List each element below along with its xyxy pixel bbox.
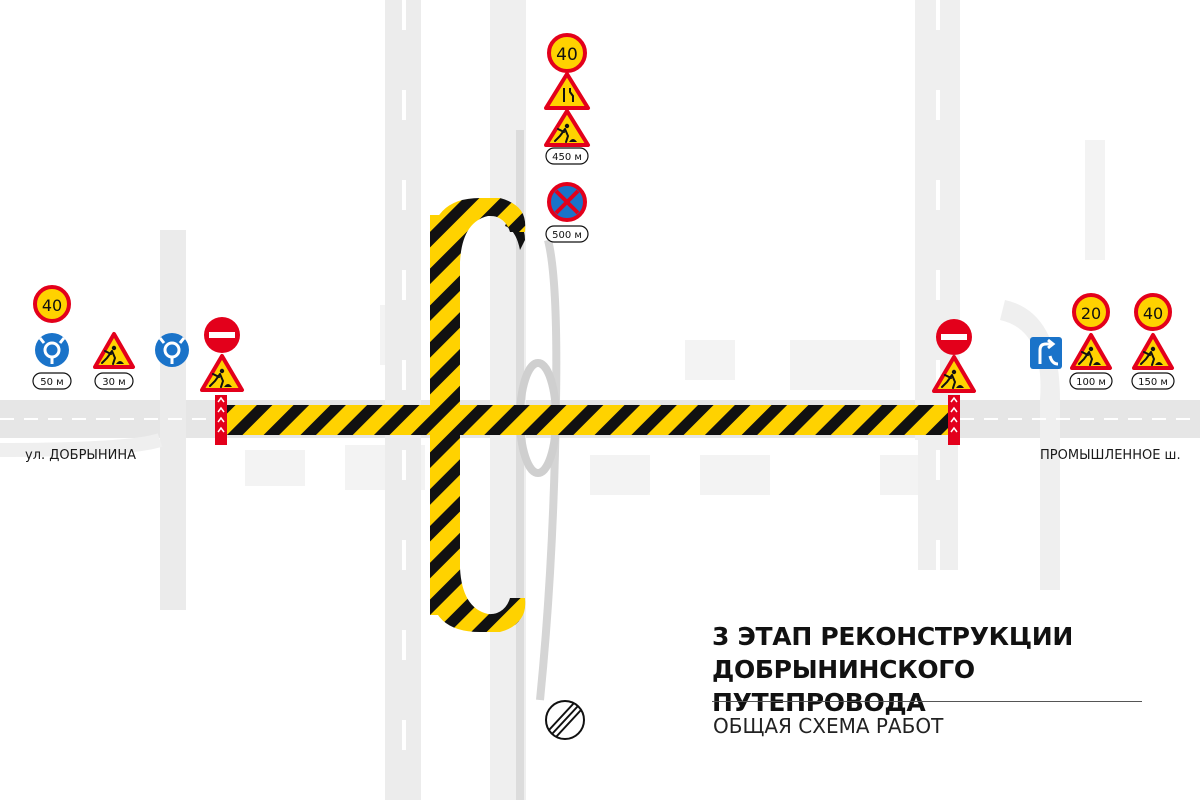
barrier-left [215, 395, 227, 445]
distance-plate [32, 372, 72, 390]
speed-limit-sign [547, 33, 587, 73]
title-line-2: ДОБРЫНИНСКОГО ПУТЕПРОВОДА [712, 655, 975, 717]
right-speed-text-1: 20 [1081, 304, 1101, 323]
work-zone-main [225, 405, 950, 435]
title-divider [712, 701, 1142, 702]
ramp-to-left [0, 433, 163, 457]
left-speed-text: 40 [42, 296, 62, 315]
right-speed-text-2: 40 [1143, 304, 1163, 323]
speed-limit-sign [1072, 293, 1110, 331]
scheme-title: 3 ЭТАП РЕКОНСТРУКЦИИ ДОБРЫНИНСКОГО ПУТЕП… [712, 620, 1182, 719]
scheme-subtitle: ОБЩАЯ СХЕМА РАБОТ [713, 714, 944, 738]
left-sign-group: 40 50 м 30 м [32, 285, 244, 392]
ramp-right [1000, 300, 1060, 590]
distance-plate [1069, 372, 1113, 390]
center-left-road [385, 0, 421, 800]
top-works-distance: 450 м [552, 152, 582, 163]
right-sign-group: 20 100 м 40 150 м [932, 293, 1175, 393]
end-of-restrictions-sign [545, 700, 585, 740]
distance-plate [94, 372, 134, 390]
right-works-distance-1: 100 м [1076, 377, 1106, 388]
work-zone [225, 198, 950, 632]
left-works-distance: 30 м [102, 377, 125, 388]
top-speed-text: 40 [556, 45, 578, 65]
barrier-right [948, 395, 960, 445]
right-works-distance-2: 150 м [1138, 377, 1168, 388]
left-roundabout-distance: 50 м [40, 377, 63, 388]
street-label-left: ул. ДОБРЫНИНА [25, 448, 136, 463]
distance-plate [545, 147, 589, 165]
distance-plate [1131, 372, 1175, 390]
barriers [215, 395, 960, 445]
street-label-right: ПРОМЫШЛЕННОЕ ш. [1040, 448, 1181, 463]
title-line-1: 3 ЭТАП РЕКОНСТРУКЦИИ [712, 622, 1073, 651]
distance-plate [545, 225, 589, 243]
speed-limit-sign [1134, 293, 1172, 331]
top-sign-group: 40 450 м 500 м [544, 33, 590, 243]
speed-limit-sign [33, 285, 71, 323]
road-narrows-sign [544, 72, 590, 110]
top-noparking-distance: 500 м [552, 230, 582, 241]
